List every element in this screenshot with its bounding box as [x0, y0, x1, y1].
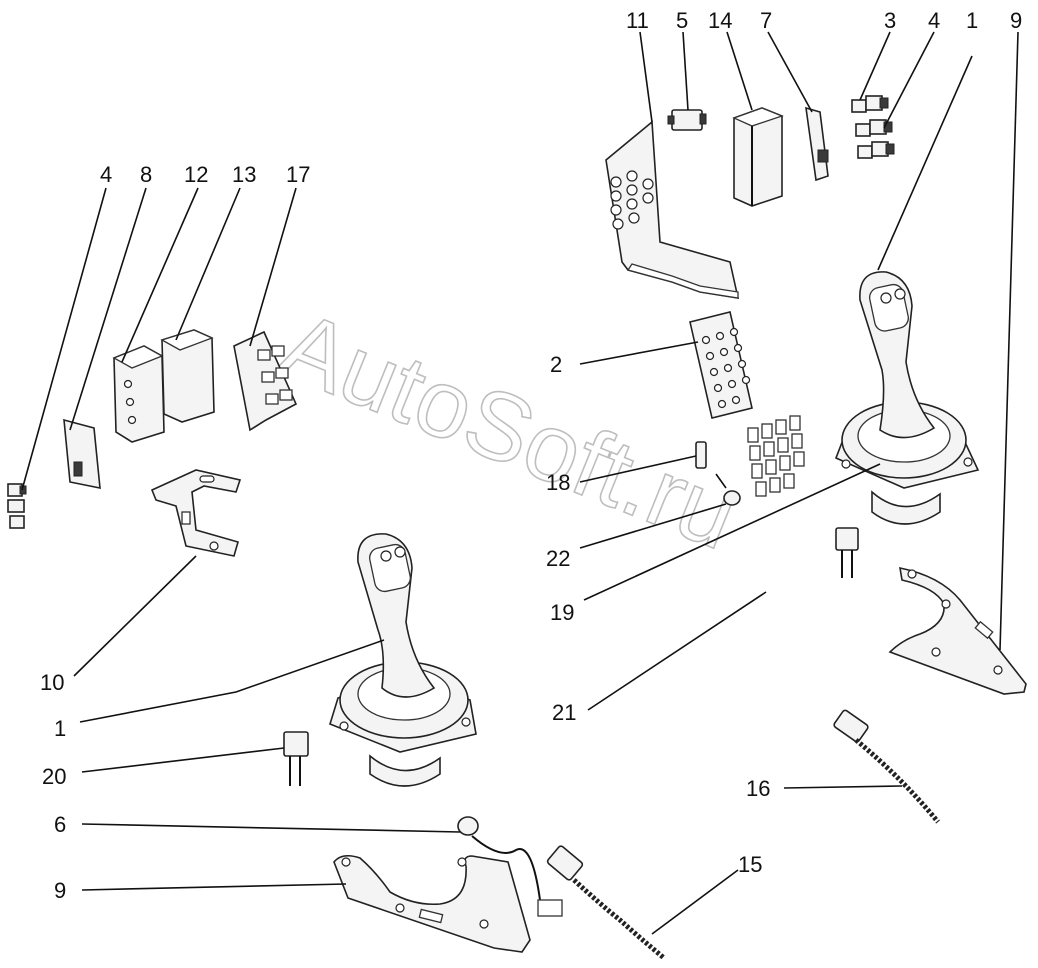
part-3-switch — [851, 95, 889, 113]
part-14-box — [732, 107, 784, 207]
part-1-joystick-left — [329, 533, 477, 787]
part-10-bracket — [150, 469, 242, 557]
part-15-harness — [546, 845, 666, 960]
part-9-bracket-right — [888, 566, 1027, 695]
callout-15: 15 — [738, 852, 762, 877]
part-13-box — [160, 329, 215, 423]
part-21-component — [835, 527, 859, 578]
callout-13: 13 — [232, 162, 256, 187]
callout-10: 10 — [40, 670, 64, 695]
callout-2: 2 — [550, 352, 562, 377]
part-5-relay — [667, 109, 707, 131]
part-7-plate — [805, 106, 829, 182]
callout-9-top: 9 — [1010, 8, 1022, 33]
callout-14: 14 — [708, 8, 732, 33]
part-6-sensor — [457, 816, 563, 917]
callout-22: 22 — [546, 546, 570, 571]
callout-8: 8 — [140, 162, 152, 187]
callout-17: 17 — [286, 162, 310, 187]
callout-18: 18 — [546, 470, 570, 495]
callout-11: 11 — [626, 8, 649, 33]
callout-16: 16 — [746, 776, 770, 801]
leader-lines — [21, 31, 1019, 935]
connector-pins-cluster — [747, 415, 805, 497]
callout-19: 19 — [550, 600, 574, 625]
callout-6: 6 — [54, 812, 66, 837]
part-8-plate — [63, 418, 101, 489]
callout-20: 20 — [42, 764, 66, 789]
part-4-switch — [855, 119, 895, 159]
callout-1-left: 1 — [54, 716, 66, 741]
part-9-bracket-left — [333, 854, 531, 953]
part-16-harness — [833, 709, 940, 824]
part-20-component — [283, 731, 309, 786]
callout-12: 12 — [184, 162, 208, 187]
part-12-box — [112, 345, 165, 443]
callout-4-left: 4 — [100, 162, 112, 187]
callout-4-top: 4 — [928, 8, 940, 33]
watermark: AutoSoft.ru — [266, 291, 751, 570]
part-1-joystick-right — [834, 271, 980, 525]
callout-5: 5 — [676, 8, 688, 33]
part-18-pin — [695, 441, 707, 469]
part-2-panel — [689, 311, 753, 419]
part-11-bracket — [605, 120, 740, 299]
callout-7: 7 — [760, 8, 772, 33]
callout-labels: 11 5 14 7 3 4 1 9 4 8 12 13 17 2 18 22 1… — [40, 8, 1022, 903]
callout-9-bottom: 9 — [54, 878, 66, 903]
callout-21: 21 — [552, 700, 576, 725]
part-4-switch-left — [7, 483, 27, 529]
callout-1-top: 1 — [966, 8, 978, 33]
part-22-cap — [715, 473, 741, 506]
part-17-switch-plate — [233, 330, 298, 432]
callout-3: 3 — [884, 8, 896, 33]
